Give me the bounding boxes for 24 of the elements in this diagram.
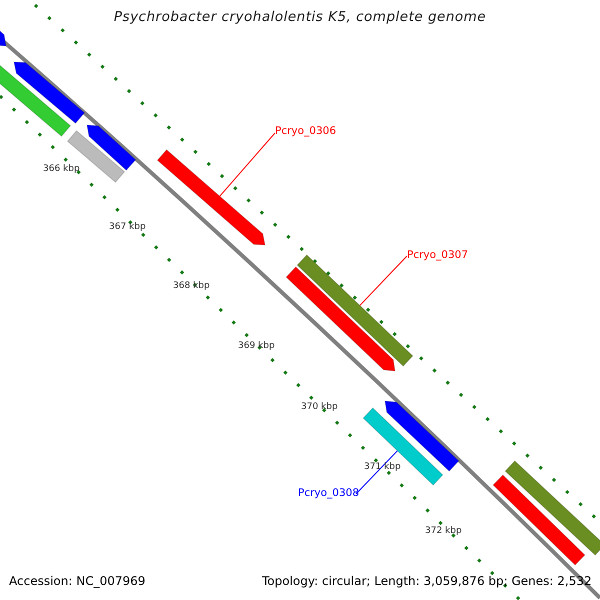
tick-label: 369 kbp [238, 341, 275, 351]
tick-label: 367 kbp [109, 222, 146, 232]
gene-label: Pcryo_0307 [407, 249, 468, 261]
gene-feature [86, 124, 136, 171]
tick-label: 372 kbp [425, 526, 462, 536]
gene-label: Pcryo_0306 [275, 125, 336, 137]
gene-feature [384, 400, 460, 472]
gene-feature [156, 149, 266, 246]
gene-feature [13, 61, 86, 124]
leader-line [359, 256, 408, 306]
leader-line [219, 132, 276, 197]
gene-label: Pcryo_0308 [298, 487, 360, 499]
leader-line [356, 450, 398, 494]
tick-label: 366 kbp [43, 164, 80, 174]
gene-feature [492, 474, 586, 566]
tick-label: 371 kbp [364, 462, 401, 472]
tick-label: 370 kbp [301, 402, 338, 412]
tick-label: 368 kbp [173, 281, 210, 291]
genome-info-text: Topology: circular; Length: 3,059,876 bp; Genes: 2,532 [262, 574, 592, 588]
gene-feature [504, 460, 600, 556]
title: Psychrobacter cryohalolentis K5, complete genome [112, 9, 488, 25]
accession-text: Accession: NC_007969 [9, 574, 146, 588]
gene-feature [362, 407, 444, 486]
gene-feature [286, 266, 396, 372]
